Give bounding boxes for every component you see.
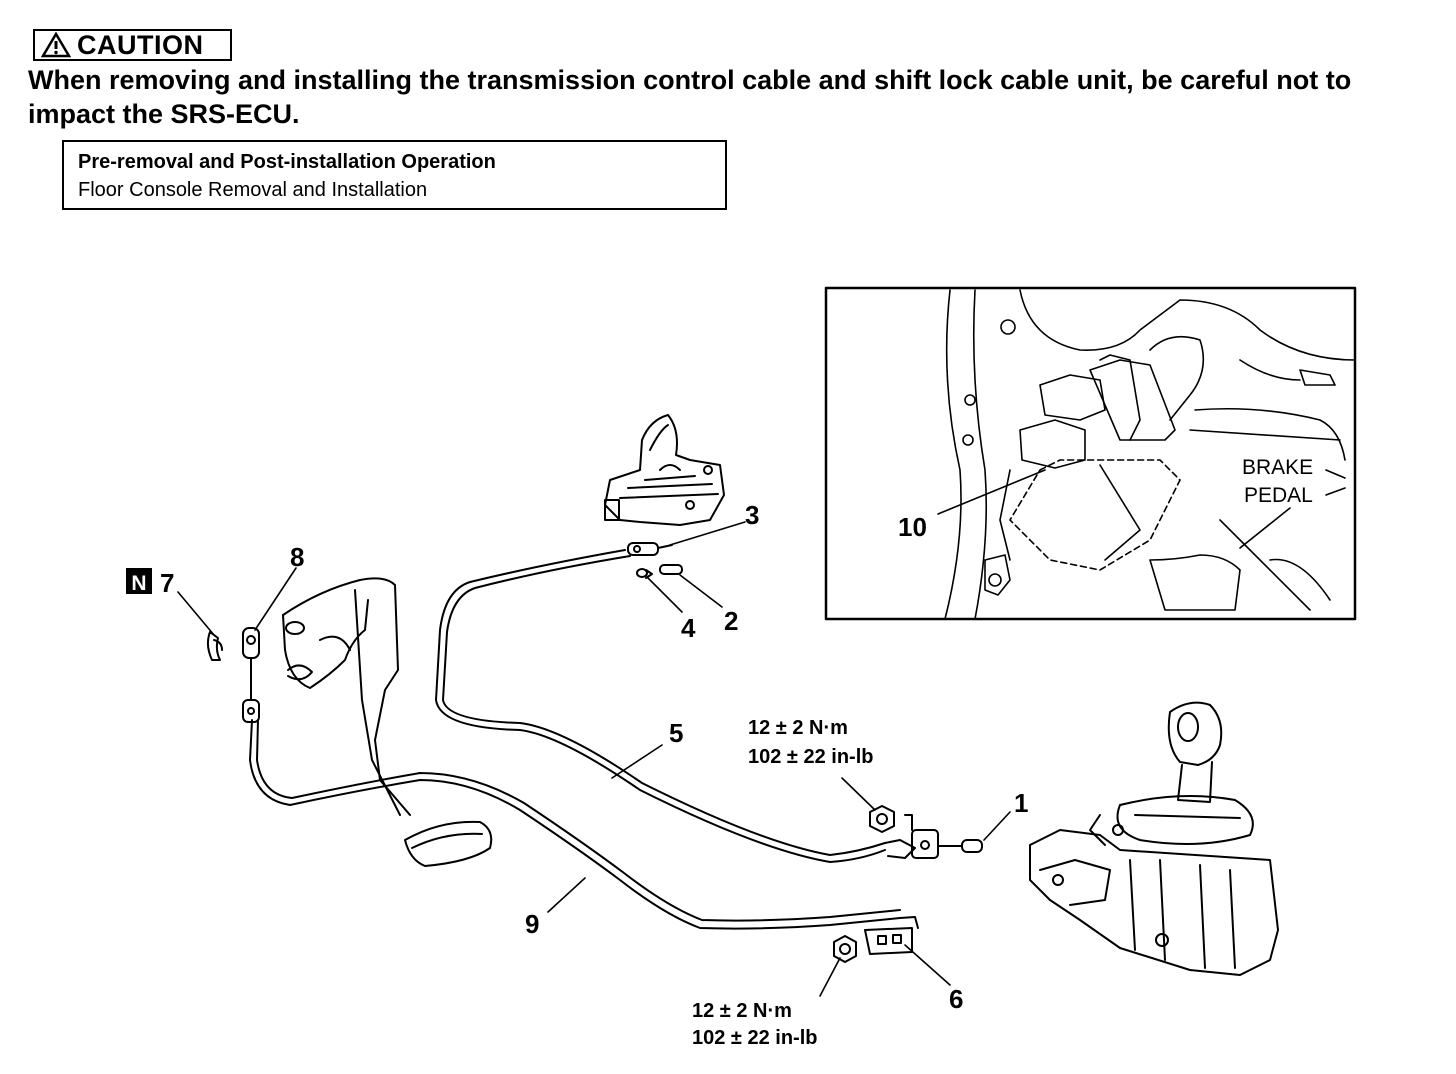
inset-frame [824,286,1357,621]
callout-6: 6 [949,984,963,1014]
clip-7 [206,631,223,661]
brake-pedal-label-line1: BRAKE [1242,456,1313,479]
callout-10: 10 [898,512,927,542]
inset-srs-ecu-area [937,289,1356,620]
pin-4 [636,568,653,579]
callout-7: 7 [160,568,174,598]
nut-lower [833,935,857,963]
torque-upper-nm: 12 ± 2 N·m [748,717,848,739]
nut-upper [869,805,895,833]
callout-9: 9 [525,909,539,939]
n-badge [126,568,152,594]
caution-box: CAUTION [33,29,232,61]
callout-5: 5 [669,718,683,748]
caution-title: CAUTION [77,29,204,60]
leader-lines [177,521,1011,997]
pin-2 [659,564,683,575]
callout-4: 4 [681,613,696,643]
transmission-control-cable [249,719,901,930]
torque-upper-inlb: 102 ± 22 in-lb [748,746,873,768]
brake-pedal-assembly [282,577,493,867]
torque-lower-inlb: 102 ± 22 in-lb [692,1027,817,1049]
n-badge-label: N [131,572,146,595]
callout-2: 2 [724,606,738,636]
shift-lever-assembly [1029,701,1279,976]
torque-lower-nm: 12 ± 2 N·m [692,1000,792,1022]
cable-bracket-1 [884,814,983,859]
callout-8: 8 [290,542,304,572]
cable-end-8 [242,627,260,723]
operation-title: Pre-removal and Post-installation Operat… [78,151,496,173]
brake-pedal-label-line2: PEDAL [1244,484,1313,507]
shift-lock-unit [604,414,725,526]
warning-triangle-icon [41,32,71,58]
callout-1: 1 [1014,788,1028,818]
operation-box: Pre-removal and Post-installation Operat… [62,140,727,210]
callout-3: 3 [745,500,759,530]
operation-item: Floor Console Removal and Installation [78,179,428,201]
cable-end-3 [627,542,673,556]
shift-lock-cable [435,549,886,863]
caution-message: When removing and installing the transmi… [28,65,1352,129]
